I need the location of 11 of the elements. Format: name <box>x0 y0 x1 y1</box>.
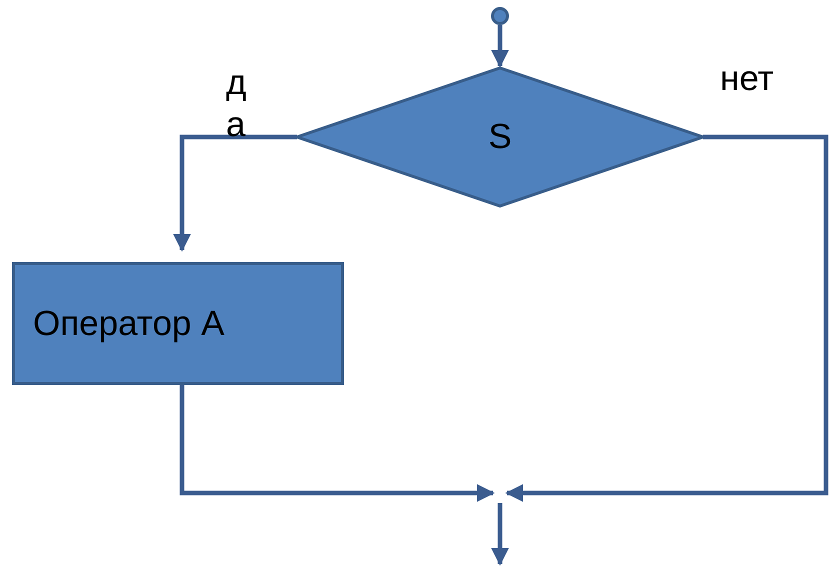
start-dot <box>491 7 509 25</box>
arrow <box>180 385 495 502</box>
process-label: Оператор А <box>33 304 224 344</box>
edge-label: нет <box>720 58 774 100</box>
arrow <box>491 25 509 68</box>
condition-label: S <box>488 117 512 157</box>
arrow <box>173 134 297 252</box>
arrow <box>491 503 509 566</box>
arrow <box>505 134 828 502</box>
edge-label: да <box>226 62 248 146</box>
process-box <box>12 262 344 385</box>
